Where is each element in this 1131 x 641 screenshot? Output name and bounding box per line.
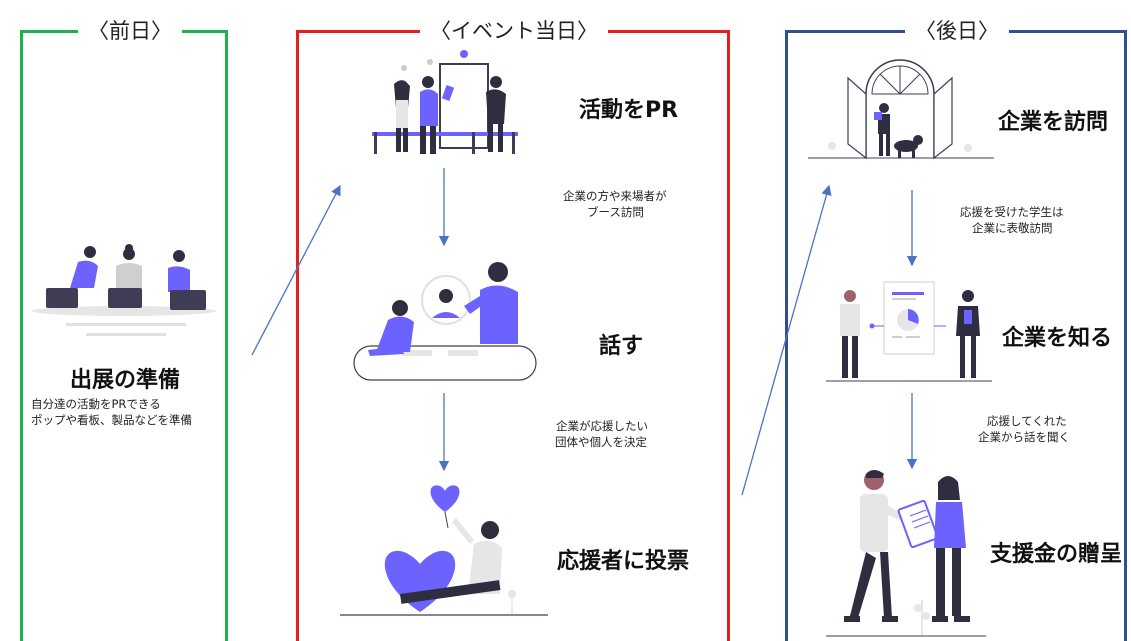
- event-step2-title: 話す: [599, 334, 644, 359]
- grant-illustration: [826, 470, 986, 637]
- before-title: 出展の準備: [70, 368, 181, 393]
- after-note2-line1: 応援してくれた: [987, 414, 1067, 428]
- before-desc-line1: 自分達の活動をPRできる: [31, 397, 161, 411]
- after-step1-title: 企業を訪問: [998, 110, 1109, 135]
- after-note1-line2: 企業に表敬訪問: [972, 221, 1053, 235]
- event-frame-right: [727, 30, 730, 641]
- after-header: 〈後日〉: [905, 17, 1009, 45]
- before-frame-left: [20, 30, 23, 641]
- after-note1-line1: 応援を受けた学生は: [960, 205, 1064, 219]
- after-step2-title: 企業を知る: [1002, 326, 1113, 351]
- talking-illustration: [353, 262, 537, 381]
- event-note2-line1: 企業が応援したい: [556, 419, 648, 433]
- event-note1-line2: ブース訪問: [587, 205, 644, 219]
- before-desc-line2: ポップや看板、製品などを準備: [31, 413, 192, 427]
- after-step3-title: 支援金の贈呈: [990, 542, 1123, 567]
- before-header: 〈前日〉: [78, 17, 182, 45]
- voting-illustration: [340, 485, 548, 616]
- booth-illustration: [372, 50, 518, 154]
- after-frame-right: [1124, 30, 1127, 641]
- event-frame-left: [296, 30, 299, 641]
- event-note2-line2: 団体や個人を決定: [555, 435, 647, 449]
- arrow-before-to-event: [251, 184, 341, 356]
- after-note2-line2: 企業から話を聞く: [978, 430, 1070, 444]
- event-note1-line1: 企業の方や来場者が: [563, 189, 667, 203]
- preparation-illustration: [32, 244, 216, 336]
- before-frame-right: [225, 30, 228, 641]
- learn-company-illustration: [826, 281, 992, 382]
- event-step1-title: 活動をPR: [579, 98, 679, 123]
- visit-illustration: [808, 59, 994, 160]
- event-header: 〈イベント当日〉: [420, 17, 608, 45]
- event-step3-title: 応援者に投票: [557, 549, 690, 574]
- arrow-event-to-after: [741, 184, 832, 496]
